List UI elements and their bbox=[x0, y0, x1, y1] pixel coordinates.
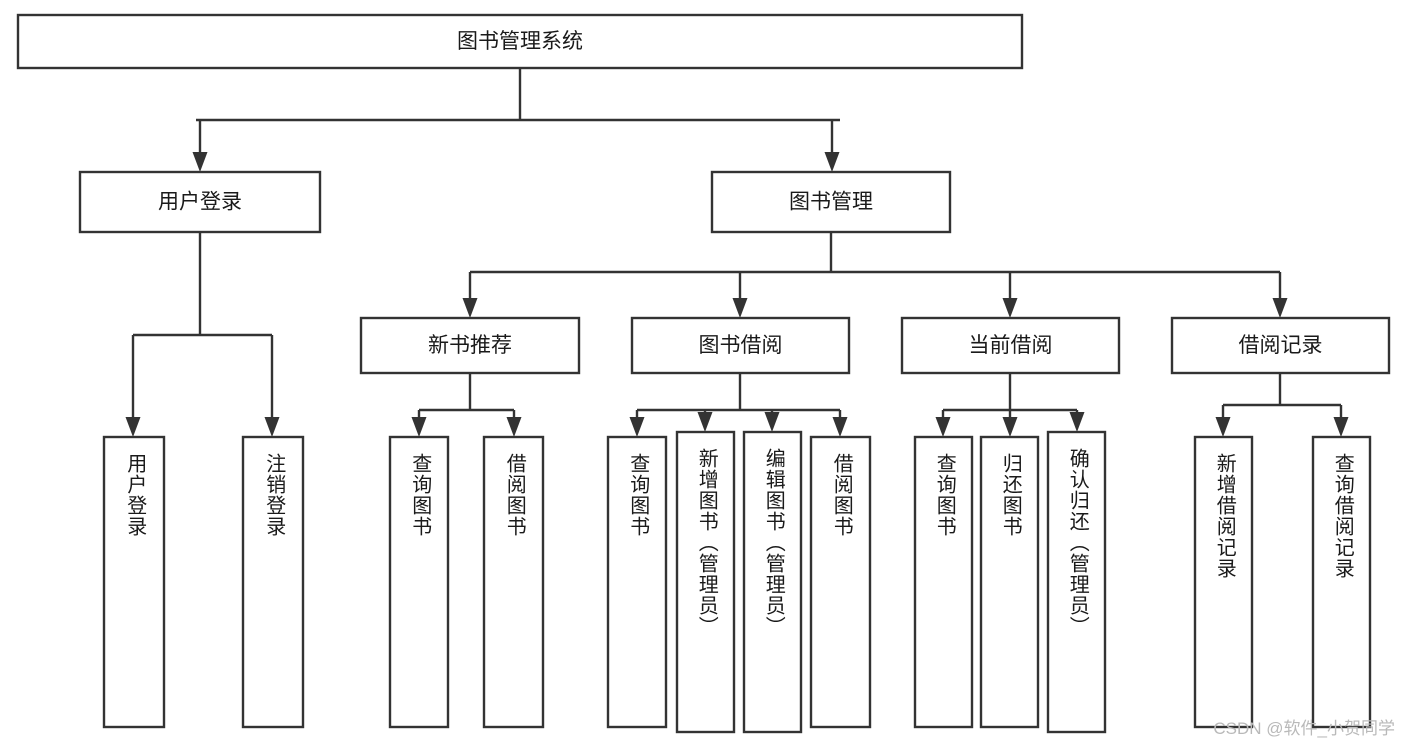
node-box[interactable] bbox=[979, 435, 1040, 729]
node-label: 查询图书 bbox=[409, 453, 432, 537]
node-label: 查询借阅记录 bbox=[1331, 453, 1354, 579]
node-leaf-11-新增借阅记录[interactable]: 新增借阅记录 bbox=[1193, 435, 1254, 729]
node-box[interactable] bbox=[630, 316, 851, 375]
arrow-head-icon bbox=[824, 152, 840, 172]
node-label: 借阅图书 bbox=[503, 453, 526, 537]
node-label: 用户登录 bbox=[158, 191, 242, 214]
node-box[interactable] bbox=[1170, 316, 1391, 375]
node-level3-新书推荐[interactable]: 新书推荐 bbox=[359, 316, 581, 375]
csdn-watermark: CSDN @软件_小贺同学 bbox=[1213, 719, 1395, 738]
arrow-head-icon bbox=[506, 417, 522, 437]
connectors-layer bbox=[125, 68, 1349, 437]
connector-line bbox=[196, 68, 840, 164]
node-box[interactable] bbox=[606, 435, 668, 729]
arrow-head-icon bbox=[697, 412, 713, 432]
arrow-head-icon bbox=[1333, 417, 1349, 437]
connector-line bbox=[417, 373, 516, 429]
node-box[interactable] bbox=[102, 435, 166, 729]
node-box[interactable] bbox=[482, 435, 545, 729]
node-root-图书管理系统[interactable]: 图书管理系统 bbox=[16, 13, 1024, 70]
node-label: 新增借阅记录 bbox=[1213, 453, 1236, 579]
node-leaf-4-查询图书[interactable]: 查询图书 bbox=[606, 435, 668, 729]
node-label: 图书借阅 bbox=[699, 334, 783, 357]
arrow-head-icon bbox=[1002, 298, 1018, 318]
node-leaf-10-确认归还管理员[interactable]: 确认归还（管理员） bbox=[1046, 430, 1107, 734]
node-label: 图书管理系统 bbox=[457, 30, 583, 53]
node-leaf-12-查询借阅记录[interactable]: 查询借阅记录 bbox=[1311, 435, 1372, 729]
node-box[interactable] bbox=[359, 316, 581, 375]
node-box[interactable] bbox=[900, 316, 1121, 375]
node-level3-当前借阅[interactable]: 当前借阅 bbox=[900, 316, 1121, 375]
node-label: 用户登录 bbox=[124, 453, 147, 537]
arrow-head-icon bbox=[1272, 298, 1288, 318]
arrow-head-icon bbox=[764, 412, 780, 432]
node-box[interactable] bbox=[1046, 430, 1107, 734]
node-level3-图书借阅[interactable]: 图书借阅 bbox=[630, 316, 851, 375]
node-label: 注销登录 bbox=[263, 453, 286, 537]
node-level2-图书管理[interactable]: 图书管理 bbox=[710, 170, 952, 234]
connector-line bbox=[131, 232, 274, 429]
node-box[interactable] bbox=[1311, 435, 1372, 729]
node-label: 查询图书 bbox=[933, 453, 956, 537]
connector-line bbox=[1221, 373, 1343, 429]
node-label: 借阅图书 bbox=[830, 453, 853, 537]
node-label: 图书管理 bbox=[789, 191, 873, 214]
arrow-head-icon bbox=[264, 417, 280, 437]
connector-line bbox=[635, 373, 842, 429]
node-leaf-8-查询图书[interactable]: 查询图书 bbox=[913, 435, 974, 729]
node-box[interactable] bbox=[388, 435, 450, 729]
node-level3-借阅记录[interactable]: 借阅记录 bbox=[1170, 316, 1391, 375]
node-label: 查询图书 bbox=[627, 453, 650, 537]
node-box[interactable] bbox=[16, 13, 1024, 70]
arrow-head-icon bbox=[462, 298, 478, 318]
node-leaf-2-查询图书[interactable]: 查询图书 bbox=[388, 435, 450, 729]
node-box[interactable] bbox=[809, 435, 872, 729]
node-label: 确认归还（管理员） bbox=[1066, 448, 1089, 637]
arrow-head-icon bbox=[629, 417, 645, 437]
node-label: 新增图书（管理员） bbox=[695, 448, 718, 637]
nodes-layer: 图书管理系统用户登录图书管理新书推荐图书借阅当前借阅借阅记录用户登录注销登录查询… bbox=[16, 13, 1391, 734]
node-box[interactable] bbox=[78, 170, 322, 234]
arrow-head-icon bbox=[411, 417, 427, 437]
node-box[interactable] bbox=[710, 170, 952, 234]
node-box[interactable] bbox=[241, 435, 305, 729]
node-box[interactable] bbox=[675, 430, 736, 734]
arrow-head-icon bbox=[125, 417, 141, 437]
connector-line bbox=[468, 232, 1282, 310]
arrow-head-icon bbox=[1215, 417, 1231, 437]
node-box[interactable] bbox=[913, 435, 974, 729]
arrow-head-icon bbox=[832, 417, 848, 437]
node-leaf-1-注销登录[interactable]: 注销登录 bbox=[241, 435, 305, 729]
node-label: 借阅记录 bbox=[1239, 334, 1323, 357]
node-level2-用户登录[interactable]: 用户登录 bbox=[78, 170, 322, 234]
arrow-head-icon bbox=[1002, 417, 1018, 437]
node-label: 当前借阅 bbox=[969, 334, 1053, 357]
arrow-head-icon bbox=[1069, 412, 1085, 432]
arrow-head-icon bbox=[935, 417, 951, 437]
node-leaf-7-借阅图书[interactable]: 借阅图书 bbox=[809, 435, 872, 729]
node-leaf-6-编辑图书管理员[interactable]: 编辑图书（管理员） bbox=[742, 430, 803, 734]
arrow-head-icon bbox=[192, 152, 208, 172]
arrow-head-icon bbox=[732, 298, 748, 318]
node-label: 归还图书 bbox=[999, 453, 1022, 537]
node-box[interactable] bbox=[742, 430, 803, 734]
node-leaf-5-新增图书管理员[interactable]: 新增图书（管理员） bbox=[675, 430, 736, 734]
node-leaf-0-用户登录[interactable]: 用户登录 bbox=[102, 435, 166, 729]
node-label: 编辑图书（管理员） bbox=[762, 448, 785, 637]
node-label: 新书推荐 bbox=[428, 334, 512, 357]
node-leaf-9-归还图书[interactable]: 归还图书 bbox=[979, 435, 1040, 729]
node-box[interactable] bbox=[1193, 435, 1254, 729]
node-leaf-3-借阅图书[interactable]: 借阅图书 bbox=[482, 435, 545, 729]
